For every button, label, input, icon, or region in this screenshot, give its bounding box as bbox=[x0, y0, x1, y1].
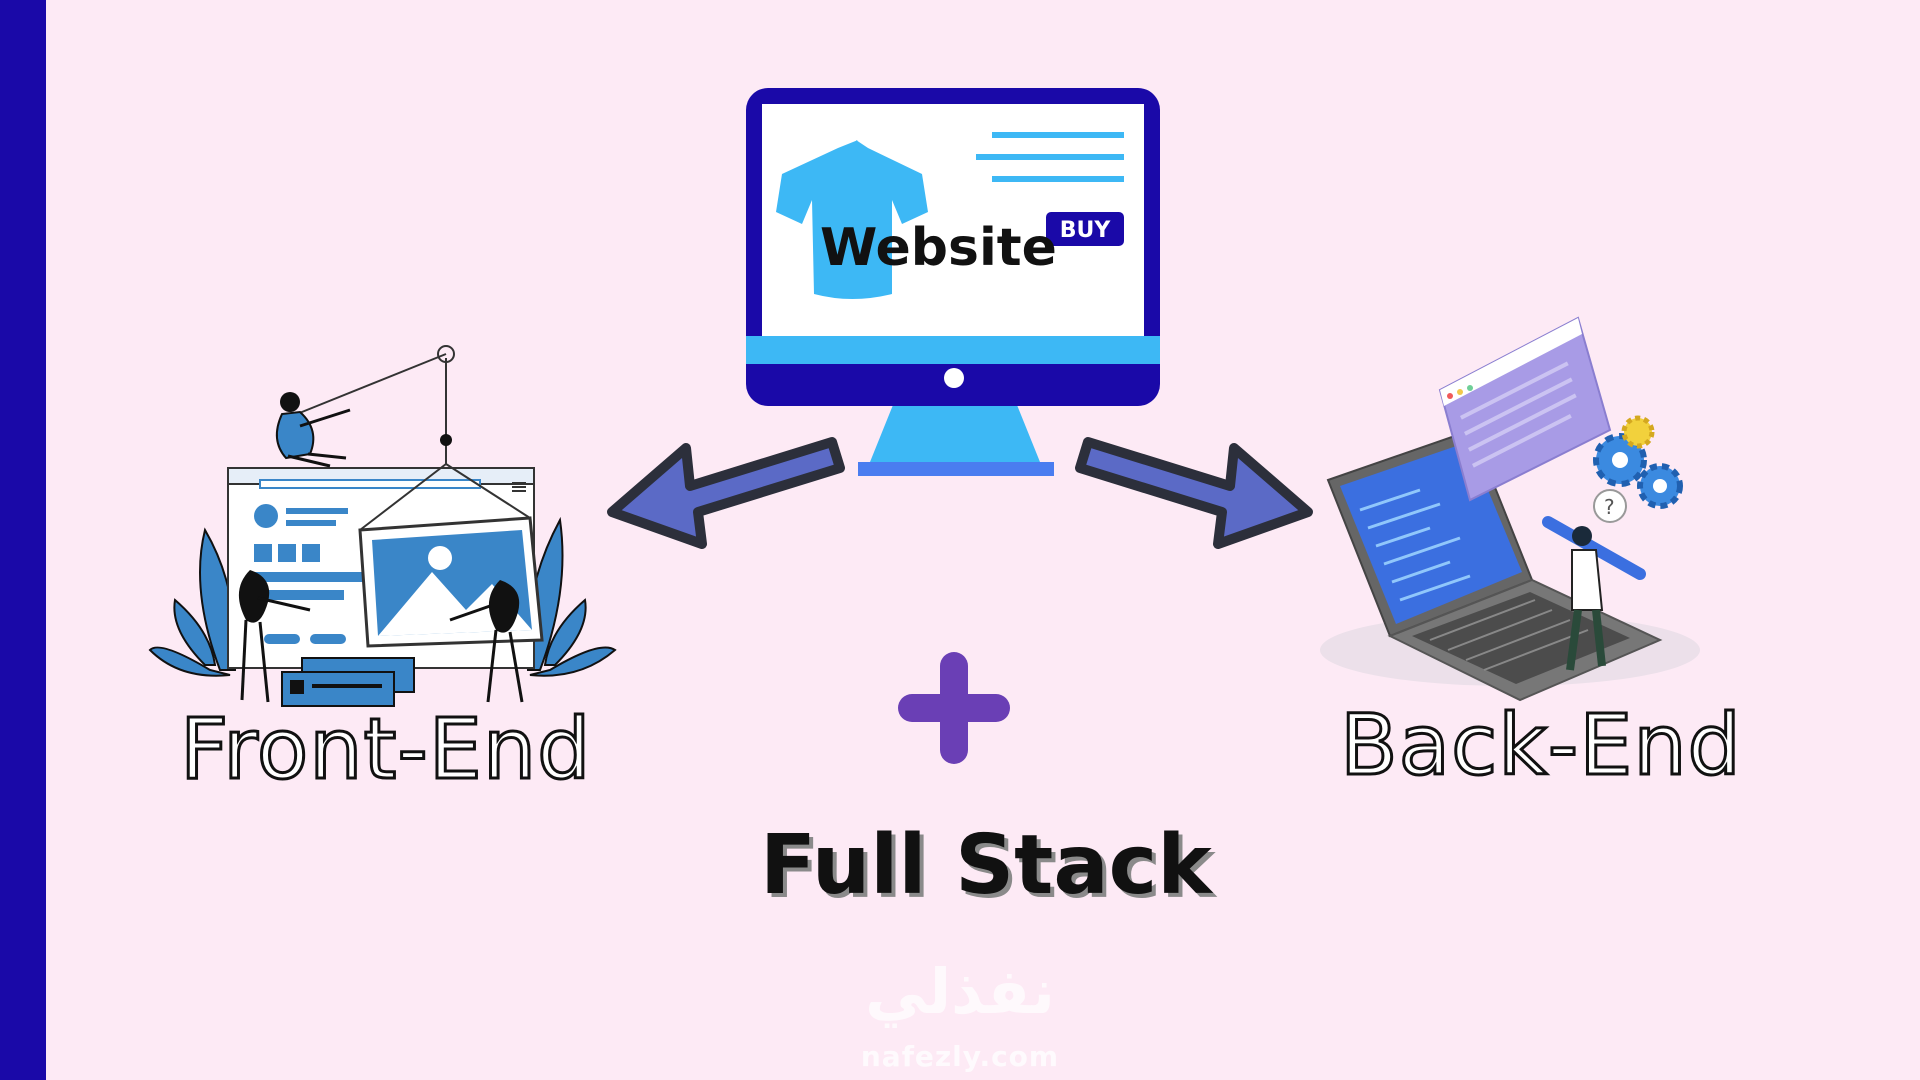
plus-icon bbox=[898, 652, 1010, 764]
backend-illustration: ? bbox=[1320, 316, 1700, 702]
monitor-chin-stripe bbox=[746, 336, 1160, 364]
screen-line-2 bbox=[976, 154, 1124, 160]
monitor-base bbox=[858, 462, 1054, 476]
svg-text:?: ? bbox=[1604, 495, 1615, 519]
buy-badge bbox=[1046, 212, 1124, 246]
arrow-left-icon bbox=[607, 437, 845, 549]
monitor-power-dot bbox=[944, 368, 964, 388]
tshirt-icon bbox=[776, 140, 928, 299]
screen-line-1 bbox=[992, 132, 1124, 138]
watermark-arabic: نفذلي bbox=[865, 955, 1055, 1028]
website-label: Website bbox=[820, 218, 1057, 278]
buy-label: BUY bbox=[1060, 218, 1112, 243]
front-end-label: Front-End bbox=[178, 699, 592, 800]
left-accent-bar bbox=[0, 0, 46, 1080]
monitor-stand-neck bbox=[870, 400, 1040, 462]
full-stack-title: Full Stack bbox=[760, 818, 1212, 913]
frontend-illustration bbox=[148, 345, 617, 707]
screen-line-3 bbox=[992, 176, 1124, 182]
arrow-right-icon bbox=[1075, 437, 1313, 549]
watermark-url: nafezly.com bbox=[860, 1040, 1060, 1073]
back-end-label: Back-End bbox=[1339, 695, 1743, 796]
monitor-icon: BUY Website bbox=[746, 88, 1160, 476]
